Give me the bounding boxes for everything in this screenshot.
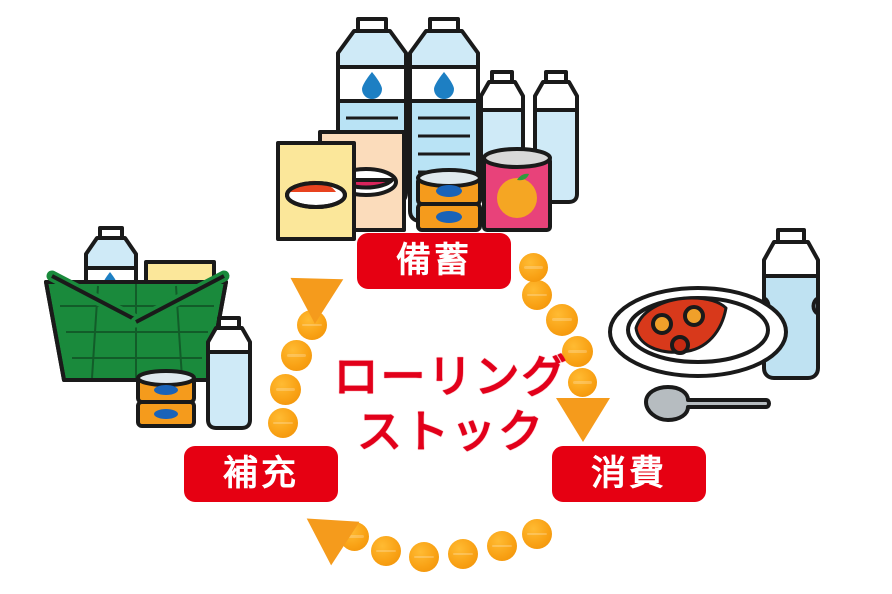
cycle-dot xyxy=(270,374,301,405)
retort-food-box-front xyxy=(276,141,356,241)
curry-plate xyxy=(608,286,788,378)
center-title-line1: ローリング xyxy=(333,350,569,403)
arrow-to-replenish-icon xyxy=(292,496,360,566)
cycle-dot xyxy=(281,340,312,371)
cycle-dot xyxy=(546,304,578,336)
cycle-dot xyxy=(448,539,478,569)
canned-fish-stack xyxy=(416,168,482,232)
meal-water-bottle xyxy=(762,228,820,380)
cycle-dot xyxy=(519,253,548,282)
center-title: ローリング ストック xyxy=(296,350,606,460)
center-title-line2: ストック xyxy=(356,404,545,458)
illustration-curry-meal xyxy=(608,228,820,422)
cycle-dot xyxy=(562,336,593,367)
cycle-dot xyxy=(409,542,439,572)
label-stockpile: 備蓄 xyxy=(357,233,511,289)
spoon xyxy=(644,385,771,422)
cycle-dot xyxy=(522,280,552,310)
label-consume: 消費 xyxy=(552,446,706,502)
cycle-dot xyxy=(568,368,597,397)
cycle-dot xyxy=(297,310,327,340)
arrow-to-consume-icon xyxy=(556,398,610,442)
label-replenish: 補充 xyxy=(184,446,338,502)
canned-fruit xyxy=(482,147,552,232)
cycle-dot xyxy=(340,522,369,551)
cycle-dot xyxy=(371,536,401,566)
illustration-shopping-basket xyxy=(44,226,252,430)
side-canned-fish xyxy=(136,369,196,428)
side-water-bottle xyxy=(206,316,252,430)
cycle-dot xyxy=(268,408,298,438)
cycle-dot xyxy=(487,531,517,561)
illustration-stockpile-goods xyxy=(276,17,579,241)
cycle-dot xyxy=(522,519,552,549)
